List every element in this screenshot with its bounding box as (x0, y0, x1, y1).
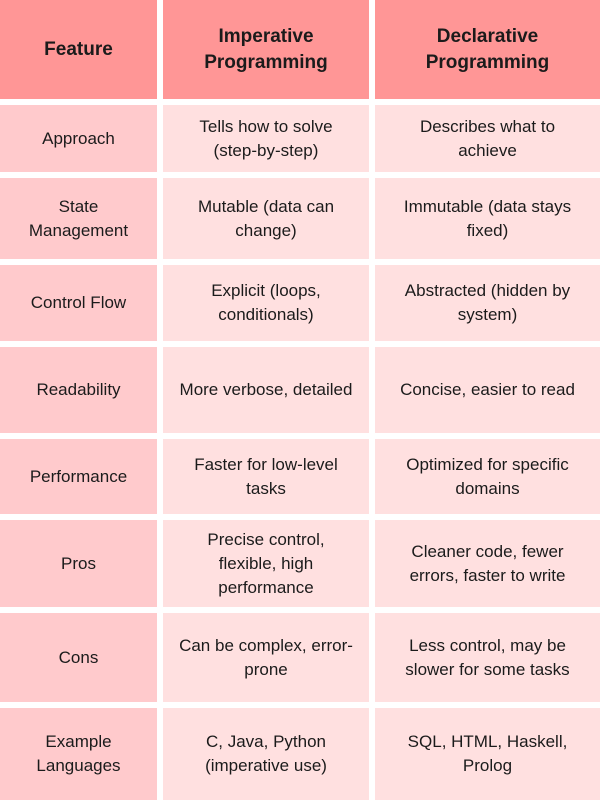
row-performance-imperative: Faster for low-level tasks (163, 439, 369, 514)
header-declarative: Declarative Programming (375, 0, 600, 99)
declarative-value: Cleaner code, fewer errors, faster to wr… (409, 541, 566, 585)
row-control-flow-declarative: Abstracted (hidden by system) (375, 265, 600, 341)
feature-label: Pros (61, 553, 96, 573)
declarative-value: Describes what to achieve (419, 116, 556, 160)
imperative-value: Explicit (loops, conditionals) (211, 281, 321, 324)
feature-label: Approach (42, 128, 115, 148)
header-imperative: Imperative Programming (163, 0, 369, 99)
row-control-flow-imperative: Explicit (loops, conditionals) (163, 265, 369, 341)
declarative-value: Abstracted (hidden by system) (404, 281, 571, 324)
header-feature: Feature (0, 0, 157, 99)
row-state-imperative: Mutable (data can change) (163, 178, 369, 259)
imperative-value: Tells how to solve (step-by-step) (199, 116, 333, 160)
row-example-languages-declarative: SQL, HTML, Haskell, Prolog (375, 708, 600, 800)
row-readability-feature: Readability (0, 347, 157, 433)
row-readability-declarative: Concise, easier to read (375, 347, 600, 433)
declarative-value: Less control, may be slower for some tas… (405, 635, 570, 679)
row-cons-imperative: Can be complex, error- prone (163, 613, 369, 702)
row-cons-declarative: Less control, may be slower for some tas… (375, 613, 600, 702)
imperative-value: C, Java, Python (imperative use) (205, 732, 327, 775)
header-imperative-label: Imperative Programming (204, 25, 328, 73)
row-performance-declarative: Optimized for specific domains (375, 439, 600, 514)
header-declarative-label: Declarative Programming (425, 25, 550, 73)
feature-label: State Management (28, 196, 129, 240)
header-feature-label: Feature (44, 38, 113, 60)
row-pros-declarative: Cleaner code, fewer errors, faster to wr… (375, 520, 600, 607)
feature-label: Example Languages (36, 732, 121, 775)
row-example-languages-imperative: C, Java, Python (imperative use) (163, 708, 369, 800)
row-state-declarative: Immutable (data stays fixed) (375, 178, 600, 259)
row-readability-imperative: More verbose, detailed (163, 347, 369, 433)
feature-label: Control Flow (30, 293, 127, 312)
feature-label: Cons (58, 647, 99, 667)
row-approach-imperative: Tells how to solve (step-by-step) (163, 105, 369, 172)
declarative-value: SQL, HTML, Haskell, Prolog (407, 732, 568, 775)
declarative-value: Concise, easier to read (400, 380, 575, 399)
row-approach-feature: Approach (0, 105, 157, 172)
imperative-value: More verbose, detailed (179, 380, 353, 399)
row-control-flow-feature: Control Flow (0, 265, 157, 341)
imperative-value: Faster for low-level tasks (194, 454, 338, 498)
imperative-value: Can be complex, error- prone (179, 635, 353, 679)
feature-label: Readability (36, 380, 121, 399)
row-example-languages-feature: Example Languages (0, 708, 157, 800)
row-pros-feature: Pros (0, 520, 157, 607)
declarative-value: Optimized for specific domains (406, 454, 569, 498)
imperative-value: Precise control, flexible, high performa… (207, 529, 325, 597)
imperative-value: Mutable (data can change) (197, 196, 335, 240)
feature-label: Performance (29, 466, 128, 486)
row-cons-feature: Cons (0, 613, 157, 702)
declarative-value: Immutable (data stays fixed) (403, 196, 572, 240)
row-performance-feature: Performance (0, 439, 157, 514)
row-state-feature: State Management (0, 178, 157, 259)
row-approach-declarative: Describes what to achieve (375, 105, 600, 172)
row-pros-imperative: Precise control, flexible, high performa… (163, 520, 369, 607)
